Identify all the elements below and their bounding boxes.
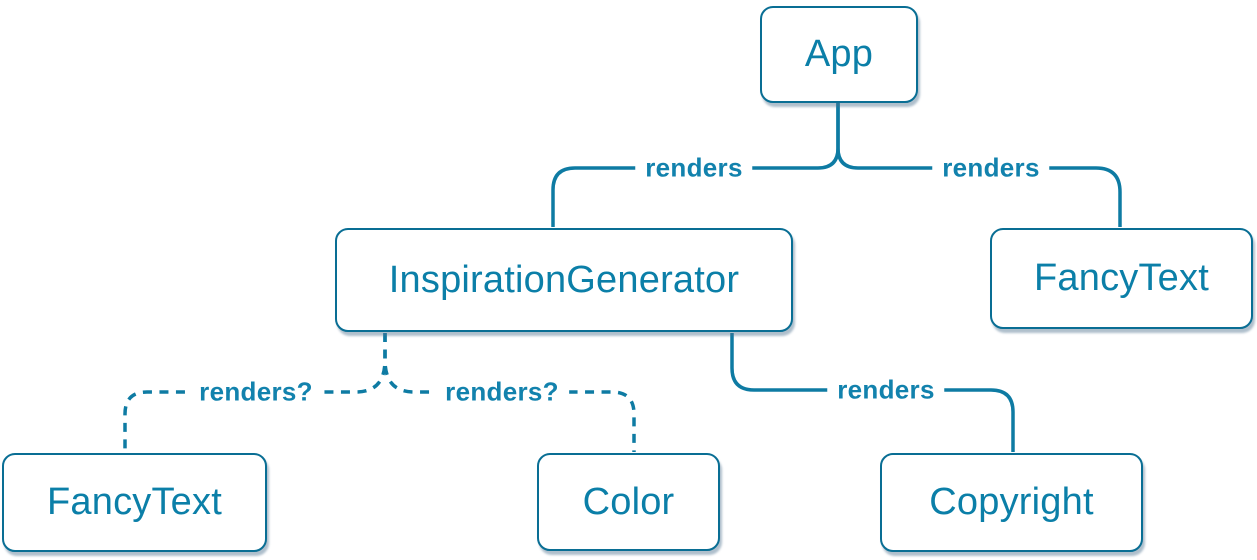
node-app-label: App: [804, 33, 874, 75]
edge-inspiration-generator-to-color-line: [383, 333, 636, 452]
edge-app-to-inspiration-generator-label: renders: [635, 152, 753, 184]
node-fancy-text-top: FancyText: [990, 228, 1253, 329]
node-copyright: Copyright: [880, 453, 1143, 552]
edge-inspiration-generator-to-color-label: renders?: [435, 376, 569, 408]
node-app: App: [760, 6, 918, 103]
node-inspiration-generator-label: InspirationGenerator: [388, 258, 740, 301]
edge-inspiration-generator-to-copyright-label: renders: [827, 374, 945, 406]
node-fancy-text-bottom-label: FancyText: [47, 481, 222, 523]
node-color: Color: [537, 453, 720, 551]
node-fancy-text-top-label: FancyText: [1034, 257, 1209, 299]
node-inspiration-generator: InspirationGenerator: [335, 228, 793, 332]
edge-inspiration-generator-to-fancy-text-bottom-label: renders?: [189, 376, 323, 408]
node-color-label: Color: [582, 480, 675, 523]
node-fancy-text-bottom: FancyText: [2, 453, 267, 552]
edge-inspiration-generator-to-fancy-text-bottom-line: [123, 333, 387, 452]
edge-app-to-fancy-text-top-label: renders: [932, 152, 1050, 184]
node-copyright-label: Copyright: [929, 481, 1094, 523]
